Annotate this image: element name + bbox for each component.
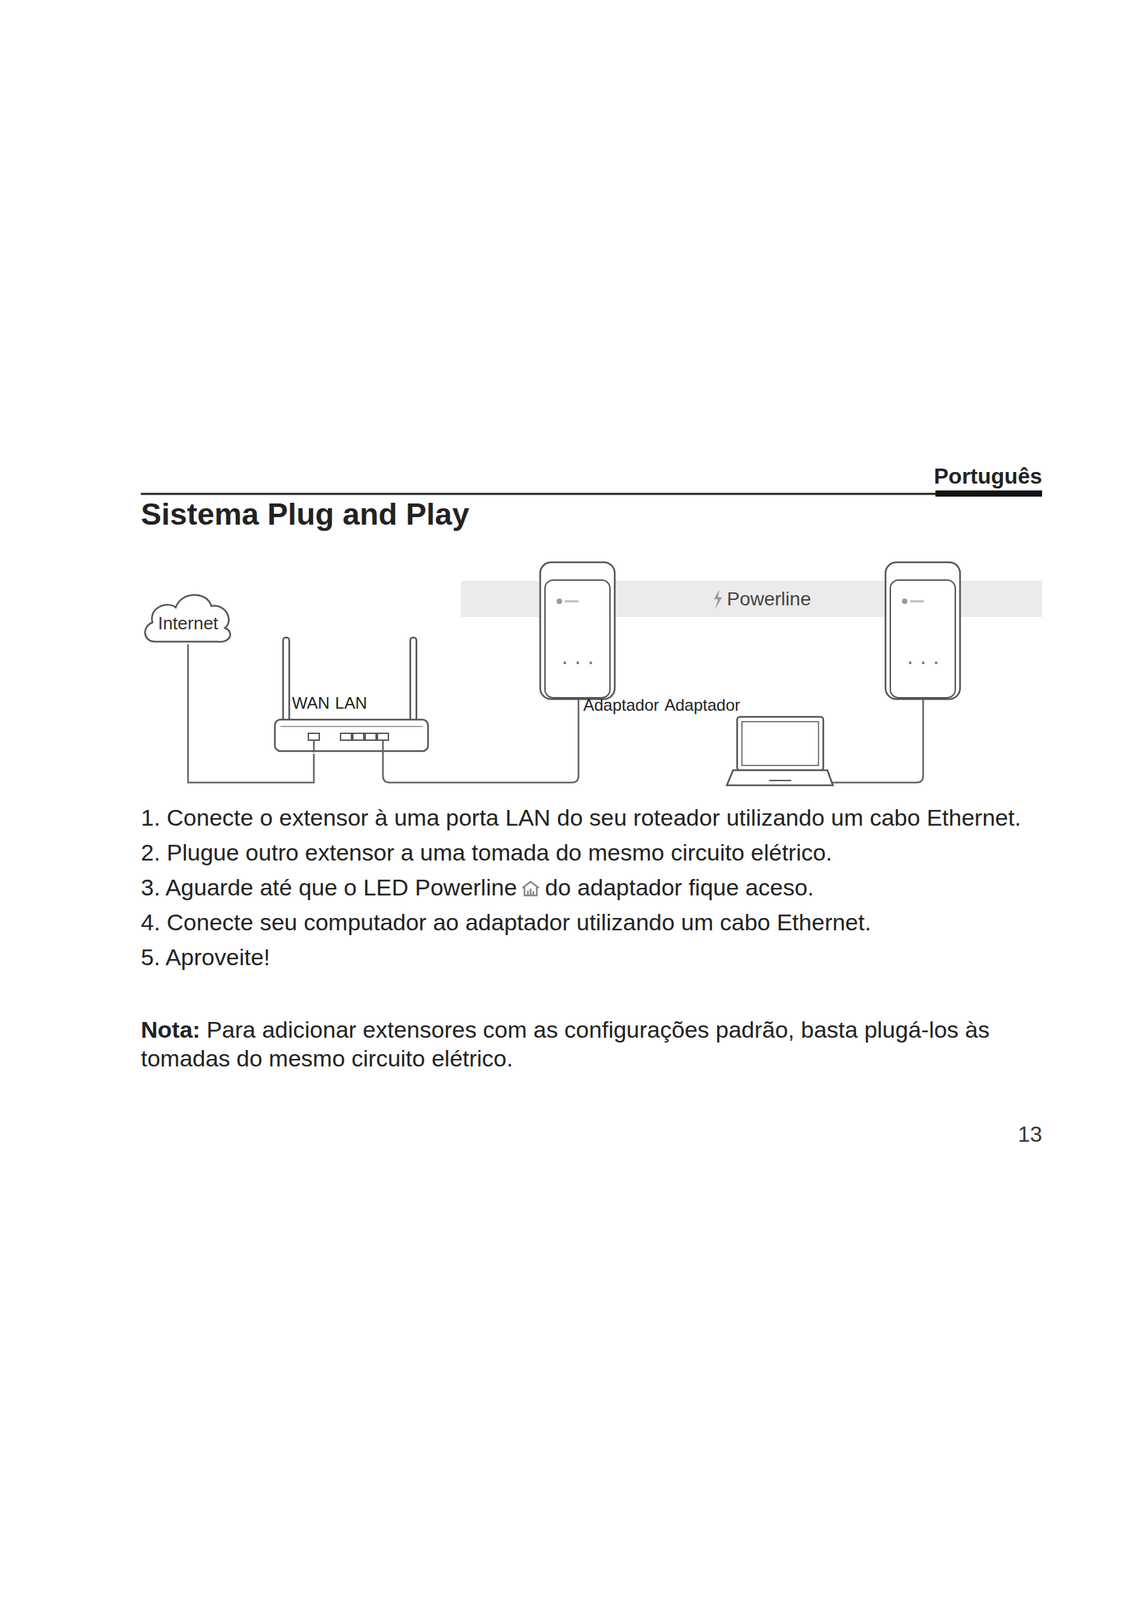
steps-list: 1. Conecte o extensor à uma porta LAN do… bbox=[140, 802, 1043, 977]
step-text: 1. Conecte o extensor à uma porta LAN do… bbox=[140, 804, 1021, 831]
step-text: 3. Aguarde até que o LED Powerline bbox=[140, 873, 517, 900]
language-heading-box: Português bbox=[934, 463, 1043, 489]
internet-cloud: Internet bbox=[140, 586, 236, 645]
adapter-led bbox=[921, 661, 925, 664]
laptop-display bbox=[741, 721, 819, 766]
router-antenna bbox=[283, 637, 290, 727]
laptop-base bbox=[726, 769, 833, 785]
adapter-led bbox=[576, 661, 580, 664]
cloud-shape bbox=[144, 594, 231, 642]
ethernet-cable bbox=[830, 698, 924, 783]
step-item: 3. Aguarde até que o LED Powerline do ada… bbox=[140, 871, 1043, 903]
powerline-adapter bbox=[885, 562, 961, 699]
node-label: Internet bbox=[157, 612, 219, 634]
band-label: Powerline bbox=[726, 588, 811, 610]
step-text: do adaptador fique aceso. bbox=[544, 873, 814, 900]
lan-port bbox=[365, 733, 377, 740]
router-body bbox=[274, 719, 429, 751]
header-rule bbox=[140, 493, 1043, 496]
adapter-logo bbox=[564, 600, 579, 603]
lightning-icon bbox=[713, 589, 723, 609]
step-text: 2. Plugue outro extensor a uma tomada do… bbox=[140, 839, 833, 866]
adapter-logo bbox=[556, 598, 563, 604]
note-box: Nota:Para adicionar extensores com as co… bbox=[140, 1014, 1043, 1073]
adapter-face bbox=[890, 579, 956, 698]
page-number: 13 bbox=[1017, 1121, 1043, 1147]
powerline-adapter bbox=[540, 562, 615, 699]
step-item: 1. Conecte o extensor à uma porta LAN do… bbox=[140, 802, 1043, 833]
note-text: Para adicionar extensores com as configu… bbox=[140, 1016, 990, 1071]
laptop-screen bbox=[737, 716, 824, 770]
adapter-face bbox=[544, 579, 610, 698]
lan-port bbox=[377, 733, 389, 740]
step-text: 5. Aproveite! bbox=[140, 943, 271, 970]
router-edge bbox=[280, 725, 423, 727]
port-label-row: WANLAN bbox=[291, 693, 368, 713]
network-cable bbox=[188, 644, 314, 783]
adapter-label: Adaptador bbox=[664, 696, 741, 714]
powerline-band-label: Powerline bbox=[460, 580, 1043, 617]
step-item: 2. Plugue outro extensor a uma tomada do… bbox=[140, 836, 1043, 868]
ethernet-cable bbox=[382, 698, 579, 783]
step-item: 5. Aproveite! bbox=[140, 941, 1043, 973]
powerline-led-icon bbox=[520, 879, 541, 898]
adapter-led bbox=[908, 661, 912, 664]
laptop-touchpad bbox=[769, 779, 792, 781]
wan-cable-stub bbox=[313, 739, 316, 753]
router-box: WANLAN bbox=[270, 637, 431, 754]
page-number-box: 13 bbox=[1017, 1121, 1043, 1147]
adapter-led bbox=[934, 661, 938, 664]
house-outline bbox=[522, 881, 539, 896]
step-item: 4. Conecte seu computador ao adaptador u… bbox=[140, 906, 1043, 938]
band-text-box: Powerline bbox=[726, 580, 811, 617]
adapter-led bbox=[563, 661, 567, 664]
step-text: 4. Conecte seu computador ao adaptador u… bbox=[140, 908, 872, 935]
adapter-label: Adaptador bbox=[583, 696, 660, 714]
house-bars bbox=[527, 888, 534, 895]
adapter-logo bbox=[910, 600, 924, 603]
adapter-led bbox=[589, 661, 593, 664]
page-title: Sistema Plug and Play bbox=[140, 496, 470, 532]
adapter-label-row: AdaptadorAdaptador bbox=[583, 696, 741, 714]
port-label: WAN bbox=[291, 693, 330, 713]
port-label: LAN bbox=[335, 693, 368, 713]
language-heading: Português bbox=[934, 463, 1043, 489]
note-heading: Nota: bbox=[140, 1016, 201, 1043]
lan-port bbox=[352, 733, 364, 740]
wan-port bbox=[308, 733, 320, 740]
adapter-logo bbox=[901, 598, 908, 604]
language-tab-bar bbox=[935, 490, 1043, 497]
cloud-text-box: Internet bbox=[140, 612, 236, 634]
lan-port bbox=[340, 733, 352, 740]
router-antenna bbox=[410, 637, 417, 727]
